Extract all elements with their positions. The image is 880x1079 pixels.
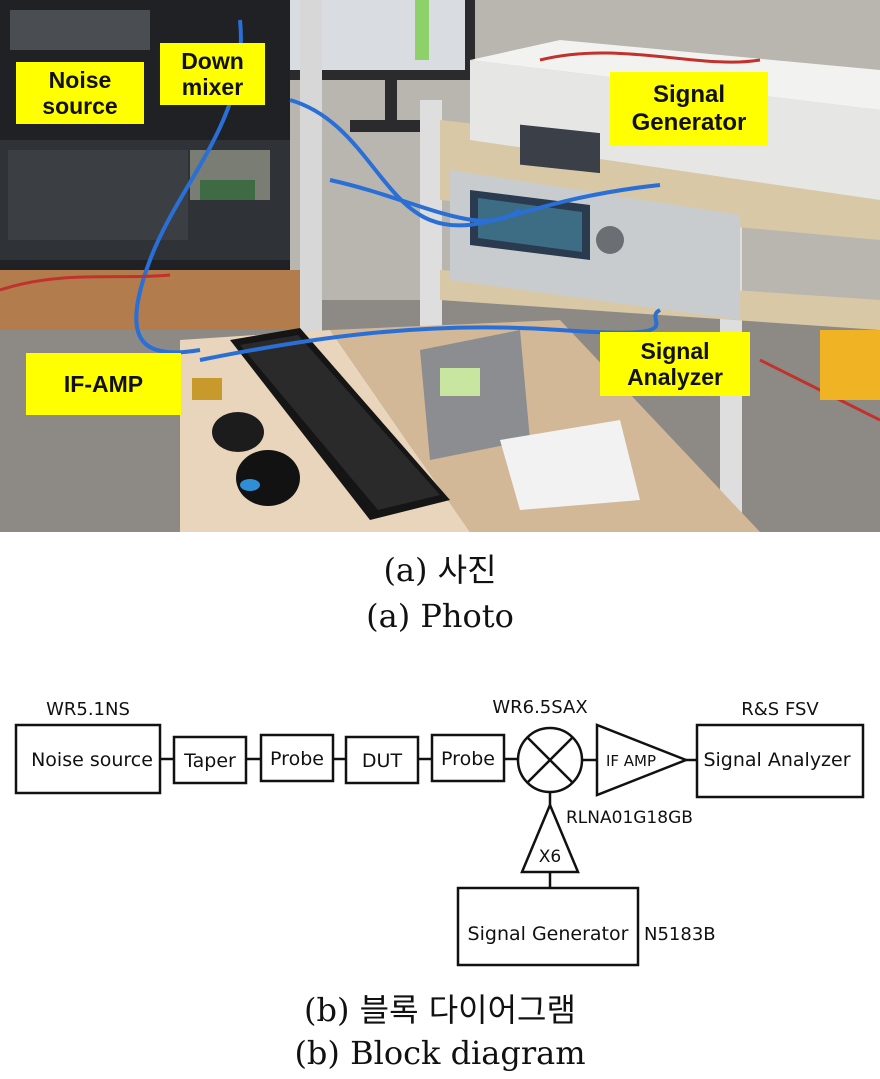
probe-1-label: Probe	[270, 748, 324, 770]
signal-generator-model: N5183B	[644, 924, 716, 945]
block-diagram: WR5.1NS Noise source Taper Probe DUT Pro…	[14, 697, 865, 967]
photo-label-noise-source: Noise source	[16, 62, 144, 124]
monitor	[255, 0, 475, 132]
noise-source-rack	[0, 0, 300, 330]
dut-label: DUT	[362, 750, 403, 772]
papers	[500, 420, 640, 510]
if-amp-label: IF AMP	[606, 752, 656, 770]
power-meter-device	[420, 330, 530, 460]
signal-generator-block	[456, 886, 640, 967]
probe-2-label: Probe	[441, 748, 495, 770]
caption-b-english: (b) Block diagram	[294, 1034, 586, 1072]
caption-a-english: (a) Photo	[366, 597, 514, 635]
mouse	[236, 450, 300, 506]
noise-source-label: Noise source	[31, 749, 153, 771]
signal-analyzer-label: Signal Analyzer	[703, 749, 850, 771]
caption-b-korean: (b) 블록 다이어그램	[304, 991, 576, 1029]
signal-generator-label: Signal Generator	[468, 923, 629, 945]
mixer-model: WR6.5SAX	[492, 697, 587, 718]
signal-analyzer-model: R&S FSV	[741, 699, 819, 720]
mouse	[212, 412, 264, 452]
photo-label-signal-analyzer: Signal Analyzer	[600, 332, 750, 396]
cables	[134, 19, 662, 362]
keyboard	[230, 328, 450, 520]
taper-label: Taper	[183, 750, 236, 772]
noise-source-model: WR5.1NS	[46, 699, 130, 720]
if-amp-model: RLNA01G18GB	[566, 808, 693, 828]
caption-a-korean: (a) 사진	[383, 551, 497, 589]
signal-analyzer-device	[450, 170, 740, 320]
if-amp-device	[192, 378, 222, 400]
photo-label-down-mixer: Down mixer	[160, 43, 265, 105]
multiplier-label: X6	[539, 847, 561, 867]
multimeter-device	[820, 330, 880, 400]
mouse-light	[240, 479, 260, 491]
photo-label-if-amp: IF-AMP	[26, 353, 181, 415]
photo-label-signal-generator: Signal Generator	[610, 72, 768, 146]
